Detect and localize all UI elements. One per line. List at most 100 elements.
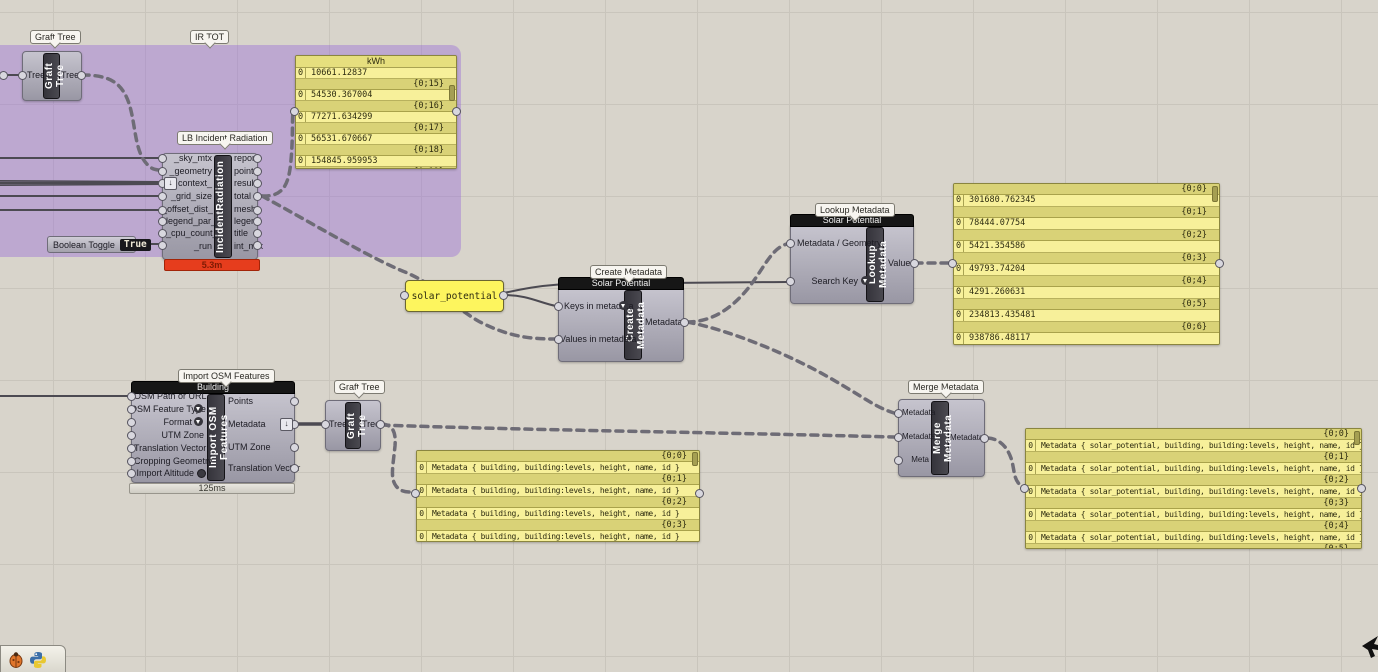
output-grip[interactable] bbox=[290, 464, 299, 473]
group-label[interactable]: IR TOT bbox=[190, 30, 230, 44]
input-grip[interactable] bbox=[411, 489, 420, 498]
ladybug-icon[interactable] bbox=[8, 651, 24, 668]
input-grip[interactable] bbox=[158, 217, 167, 226]
wire-graft2-panel[interactable] bbox=[380, 422, 412, 494]
output-grip[interactable] bbox=[77, 71, 86, 80]
graft-icon[interactable] bbox=[280, 418, 293, 431]
filter-icon[interactable] bbox=[194, 417, 203, 426]
input-grip[interactable] bbox=[158, 241, 167, 250]
toggle-value[interactable]: True bbox=[119, 238, 151, 251]
input-grip[interactable] bbox=[127, 392, 136, 401]
filter-icon[interactable] bbox=[861, 276, 870, 285]
create-metadata-component[interactable] bbox=[558, 288, 684, 362]
runtime-error-bar[interactable]: 5.3m bbox=[164, 259, 260, 271]
output-grip[interactable] bbox=[253, 192, 262, 201]
altitude-toggle-icon[interactable] bbox=[197, 469, 206, 478]
port-label: context_ bbox=[178, 178, 213, 188]
panel-text: solar_potential bbox=[411, 290, 498, 302]
panel-scrollbar[interactable] bbox=[692, 452, 698, 466]
input-grip[interactable] bbox=[554, 335, 563, 344]
filter-icon[interactable] bbox=[619, 301, 628, 310]
input-grip[interactable] bbox=[786, 277, 795, 286]
filter-icon[interactable] bbox=[194, 404, 203, 413]
output-grip[interactable] bbox=[680, 318, 689, 327]
import-osm-name-bar[interactable]: Import OSM Features bbox=[207, 394, 230, 481]
panel-path-row: {0;2} bbox=[954, 230, 1219, 241]
panel-scrollbar[interactable] bbox=[449, 85, 455, 101]
input-grip[interactable] bbox=[127, 405, 136, 414]
output-grip[interactable] bbox=[376, 420, 385, 429]
wire-solarpanel-keys[interactable] bbox=[503, 294, 557, 307]
port-label: legend bbox=[234, 216, 262, 226]
input-grip[interactable] bbox=[1020, 484, 1029, 493]
input-grip[interactable] bbox=[127, 457, 136, 466]
output-grip[interactable] bbox=[253, 217, 262, 226]
input-grip[interactable] bbox=[894, 456, 903, 465]
input-grip[interactable] bbox=[158, 154, 167, 163]
output-grip[interactable] bbox=[253, 241, 262, 250]
wire-merge-panel[interactable] bbox=[986, 436, 1024, 488]
input-grip[interactable] bbox=[158, 167, 167, 176]
solar-potential-panel[interactable]: solar_potential bbox=[405, 280, 504, 312]
wire-graft2-merge[interactable] bbox=[380, 423, 896, 439]
output-grip[interactable] bbox=[695, 489, 704, 498]
wire-create-merge[interactable] bbox=[685, 320, 896, 415]
output-grip[interactable] bbox=[253, 206, 262, 215]
panel-scrollbar[interactable] bbox=[1212, 186, 1218, 202]
graft-tree-name-bar[interactable]: Graft Tree bbox=[43, 53, 66, 99]
output-grip[interactable] bbox=[253, 179, 262, 188]
incident-radiation-name-bar[interactable]: IncidentRadiation bbox=[214, 155, 232, 258]
incident-radiation-component[interactable] bbox=[162, 153, 258, 260]
input-grip[interactable] bbox=[127, 418, 136, 427]
output-grip[interactable] bbox=[1357, 484, 1366, 493]
graft-tree-name-bar[interactable]: Graft Tree bbox=[345, 402, 368, 449]
port-label: UTM Zone bbox=[161, 430, 204, 440]
panel-path-row: {0;1} bbox=[954, 207, 1219, 218]
runtime-bar[interactable]: 125ms bbox=[129, 483, 295, 494]
wire-create-lookup[interactable] bbox=[685, 242, 789, 324]
panel-path-row: {0;3} bbox=[1026, 498, 1361, 509]
input-grip[interactable] bbox=[786, 239, 795, 248]
input-grip[interactable] bbox=[158, 192, 167, 201]
flatten-icon[interactable] bbox=[164, 177, 177, 190]
input-grip[interactable] bbox=[290, 107, 299, 116]
plugin-toolbar[interactable] bbox=[0, 645, 66, 672]
wire-context-2[interactable] bbox=[0, 180, 161, 182]
output-grip[interactable] bbox=[290, 443, 299, 452]
panel-path-row: {0;15} bbox=[296, 79, 456, 90]
input-grip[interactable] bbox=[321, 420, 330, 429]
input-grip[interactable] bbox=[127, 444, 136, 453]
output-grip[interactable] bbox=[980, 434, 989, 443]
input-grip[interactable] bbox=[554, 302, 563, 311]
python-icon[interactable] bbox=[29, 651, 47, 669]
output-grip[interactable] bbox=[452, 107, 461, 116]
input-grip[interactable] bbox=[948, 259, 957, 268]
output-grip[interactable] bbox=[253, 154, 262, 163]
wire-total-values[interactable] bbox=[260, 194, 558, 341]
input-grip[interactable] bbox=[894, 409, 903, 418]
wire-context-3[interactable] bbox=[0, 184, 161, 186]
output-grip[interactable] bbox=[253, 229, 262, 238]
input-grip[interactable] bbox=[127, 431, 136, 440]
input-grip[interactable] bbox=[894, 433, 903, 442]
panel-scrollbar[interactable] bbox=[1354, 431, 1360, 445]
boolean-toggle[interactable]: Boolean Toggle True bbox=[47, 236, 151, 253]
wire-grip[interactable] bbox=[0, 71, 8, 80]
wire-total-kwh[interactable] bbox=[260, 110, 295, 198]
output-grip[interactable] bbox=[1215, 259, 1224, 268]
output-grip[interactable] bbox=[290, 397, 299, 406]
output-grip[interactable] bbox=[910, 259, 919, 268]
input-grip[interactable] bbox=[127, 469, 136, 478]
input-grip[interactable] bbox=[400, 291, 409, 300]
input-grip[interactable] bbox=[18, 71, 27, 80]
output-grip[interactable] bbox=[499, 291, 508, 300]
input-grip[interactable] bbox=[158, 206, 167, 215]
output-grip[interactable] bbox=[253, 167, 262, 176]
input-grip[interactable] bbox=[158, 229, 167, 238]
wire-graft1-geometry[interactable] bbox=[80, 73, 162, 172]
